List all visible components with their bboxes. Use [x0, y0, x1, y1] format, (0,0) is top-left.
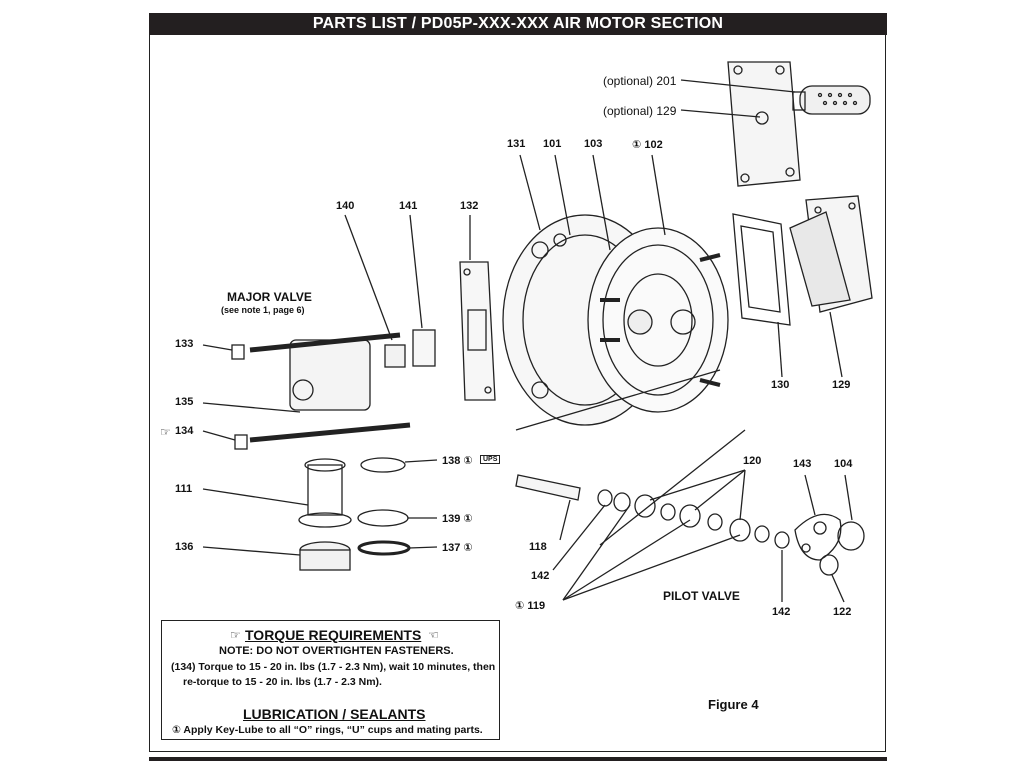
callout-142-right: 142 — [772, 606, 791, 618]
muffler-cover — [789, 195, 873, 313]
callout-optional-201: (optional) 201 — [603, 74, 677, 88]
major-valve-label: MAJOR VALVE — [227, 290, 312, 304]
bottom-rule — [149, 757, 887, 761]
ups-icon: UPS — [480, 455, 501, 464]
callout-101: 101 — [543, 138, 562, 150]
callout-138: 138 ① — [442, 455, 473, 467]
callout-111: 111 — [175, 483, 193, 495]
lubrication-title: LUBRICATION / SEALANTS — [243, 706, 426, 722]
callout-118: 118 — [529, 541, 547, 553]
gasket-132 — [459, 261, 496, 401]
page-header: PARTS LIST / PD05P-XXX-XXX AIR MOTOR SEC… — [149, 13, 887, 35]
callout-141: 141 — [399, 200, 418, 212]
callout-132: 132 — [460, 200, 479, 212]
callout-102: ① 102 — [632, 139, 663, 151]
air-valve-plate — [587, 227, 729, 413]
torque-instruction-line-2: re-torque to 15 - 20 in. lbs (1.7 - 2.3 … — [183, 676, 382, 688]
callout-120: 120 — [743, 455, 762, 467]
pilot-valve-label: PILOT VALVE — [663, 589, 740, 603]
callout-135: 135 — [175, 396, 194, 408]
callout-134: 134 — [175, 425, 194, 437]
pilot-valve-sleeve — [515, 369, 790, 549]
callout-119: ① 119 — [515, 600, 546, 612]
callout-142-left: 142 — [531, 570, 550, 582]
major-valve-spool — [298, 458, 352, 528]
callout-104: 104 — [834, 458, 853, 470]
callout-129: 129 — [832, 379, 851, 391]
callout-131: 131 — [507, 138, 526, 150]
torque-instruction-line-1: (134) Torque to 15 - 20 in. lbs (1.7 - 2… — [171, 661, 496, 673]
pointing-hand-icon: ☞ — [160, 425, 171, 439]
muffler — [792, 85, 871, 115]
diagram-frame — [149, 35, 886, 752]
torque-requirements-title: TORQUE REQUIREMENTS — [245, 627, 422, 643]
callout-137: 137 ① — [442, 542, 473, 554]
callout-133: 133 — [175, 338, 194, 350]
muffler-plate — [727, 61, 801, 187]
pilot-end-cap — [794, 513, 842, 561]
callout-122: 122 — [833, 606, 852, 618]
callout-143: 143 — [793, 458, 812, 470]
lubrication-instruction: ① Apply Key-Lube to all “O” rings, “U” c… — [172, 724, 483, 736]
figure-label: Figure 4 — [708, 697, 759, 712]
pointing-hand-icon: ☞ — [230, 628, 241, 642]
pointing-hand-icon: ☜ — [428, 628, 439, 642]
callout-139: 139 ① — [442, 513, 473, 525]
callout-130: 130 — [771, 379, 790, 391]
major-valve-note: (see note 1, page 6) — [221, 305, 305, 315]
callout-103: 103 — [584, 138, 603, 150]
torque-note: NOTE: DO NOT OVERTIGHTEN FASTENERS. — [219, 645, 454, 657]
major-valve-body — [231, 332, 411, 450]
callout-140: 140 — [336, 200, 355, 212]
callout-optional-129: (optional) 129 — [603, 104, 677, 118]
callout-136: 136 — [175, 541, 194, 553]
notes-box — [161, 620, 500, 740]
